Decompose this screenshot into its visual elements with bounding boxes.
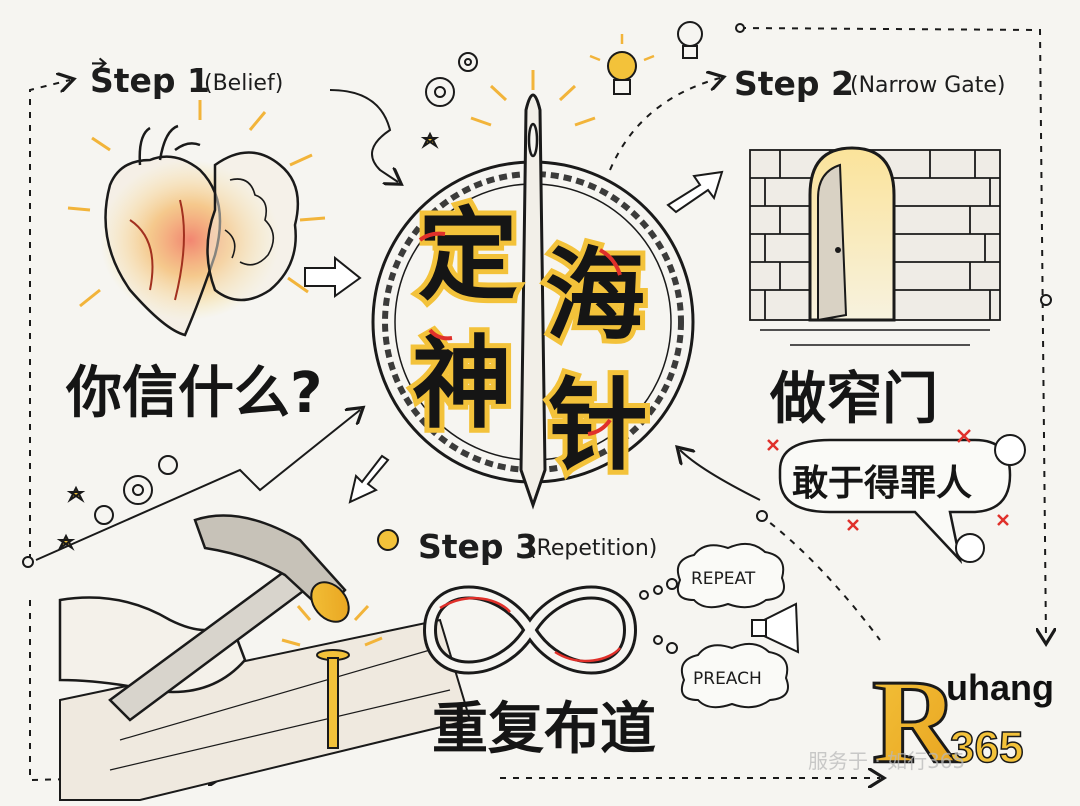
lightbulb-icon-3 — [377, 529, 399, 551]
megaphone-icon — [763, 602, 800, 654]
star-icon-2 — [66, 485, 86, 503]
center-char-2: 海 — [545, 237, 645, 354]
decor-top — [420, 21, 703, 149]
door-icon — [817, 163, 848, 322]
step3-caption: 重复布道 — [432, 697, 656, 762]
needle-rays — [470, 70, 596, 127]
step2-bubble: 敢于得罪人 — [792, 463, 972, 504]
curl-arrow — [329, 89, 398, 182]
gear-icon-3 — [123, 475, 153, 505]
speech-bubble — [778, 438, 1012, 565]
brand-logo: R uhang 365 — [871, 654, 1054, 790]
step1-title: Step 1 — [90, 61, 210, 100]
step3-bubble-preach: PREACH — [693, 669, 762, 689]
flow-lines — [29, 27, 1046, 780]
star-icon-3 — [56, 533, 76, 551]
lightbulb-icon — [607, 51, 637, 95]
angry-face-icon-2 — [955, 533, 985, 563]
step3-title: Step 3 — [418, 527, 538, 566]
x-marks — [767, 429, 1009, 531]
step3-bubble-repeat: REPEAT — [691, 569, 756, 589]
meander-ring — [382, 171, 684, 473]
step1-caption: 你信什么? — [65, 361, 322, 426]
logo-top-text: uhang — [946, 667, 1054, 708]
step1-subtitle: (Belief) — [204, 71, 283, 96]
brain-icon — [206, 151, 300, 302]
center-char-4: 针 — [548, 367, 648, 484]
arrow-right-down — [739, 27, 1046, 640]
logo-bottom-text: 365 — [950, 723, 1023, 772]
center-char-1: 定 — [418, 197, 518, 314]
wood-plank — [59, 618, 472, 801]
solid-arrows — [35, 89, 761, 561]
block-arrow-downleft — [348, 454, 390, 504]
step2-title: Step 2 — [734, 64, 854, 103]
step2-caption: 做窄门 — [769, 367, 938, 432]
step2-group: Step 2 (Narrow Gate) 做窄门 敢于得罪人 — [734, 64, 1026, 565]
center-red-accents — [418, 231, 622, 436]
logo-letter: R — [872, 655, 960, 788]
angry-face-icon — [994, 434, 1026, 466]
path-dots — [22, 23, 1052, 654]
watermark: 服务于 · 如行365 — [808, 749, 965, 773]
needle-eye — [527, 122, 539, 158]
block-arrow-upright — [666, 170, 724, 214]
step3-group: Step 3 (Repetition) 重复布道 REPEAT PREACH — [56, 455, 800, 801]
step2-subtitle: (Narrow Gate) — [850, 73, 1005, 98]
decor-left — [56, 455, 178, 551]
arrow-to-step2 — [609, 78, 720, 171]
cloud-bubble-repeat — [676, 542, 785, 609]
arrow-from-step2 — [680, 450, 761, 501]
step1-group: Step 1 (Belief) 你信什么? — [65, 57, 326, 426]
block-arrow-right — [304, 255, 362, 298]
step3-subtitle: (Repetition) — [528, 536, 657, 561]
center-char-3: 神 — [412, 325, 512, 442]
block-arrows — [304, 170, 724, 504]
gear-icon-small — [458, 52, 478, 72]
gear-icon-5 — [94, 505, 114, 525]
lightbulb-icon-2 — [677, 21, 703, 59]
angry-face-icons — [955, 434, 1026, 563]
heart-rays — [67, 100, 326, 308]
arrow-left-up — [29, 80, 70, 560]
step1-arrow-icon — [92, 57, 108, 70]
gear-icon — [425, 77, 455, 107]
star-icon — [420, 131, 440, 149]
gear-icon-4 — [158, 455, 178, 475]
nail-rays — [281, 604, 383, 647]
center-emblem: 定 海 神 针 — [371, 70, 695, 510]
cloud-bubble-preach — [680, 642, 789, 709]
needle-icon — [519, 93, 547, 510]
zigzag-arrow — [35, 410, 360, 561]
path-to-logo — [759, 514, 881, 641]
